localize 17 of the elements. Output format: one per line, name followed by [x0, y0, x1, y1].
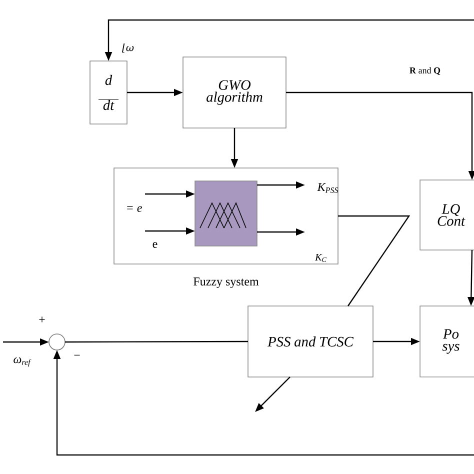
- fuzzy-inference-block: [194, 180, 258, 246]
- sign-label: +: [39, 316, 45, 322]
- edge-label: R and Q: [410, 67, 440, 75]
- edge-label: e: [152, 242, 158, 248]
- plant-box: Po sys: [420, 306, 474, 378]
- node-label: Fuzzy system: [194, 278, 259, 288]
- sign-label: −: [74, 354, 80, 356]
- summing-junction: [48, 334, 66, 350]
- algorithm-box: GWO algorithm: [182, 56, 286, 128]
- controller-box: LQ Cont: [420, 180, 474, 250]
- controller-box: PSS and TCSC: [248, 306, 374, 378]
- edge-label: K$_{C}$: [314, 254, 326, 262]
- edge-label: K$_{PSS}$: [317, 183, 338, 193]
- derivative-block: d dt: [90, 60, 128, 124]
- edge-label: ⌊ω: [122, 44, 134, 52]
- edge-label: = e: [127, 206, 142, 212]
- edge-label: ω$_{ref}$: [14, 357, 32, 367]
